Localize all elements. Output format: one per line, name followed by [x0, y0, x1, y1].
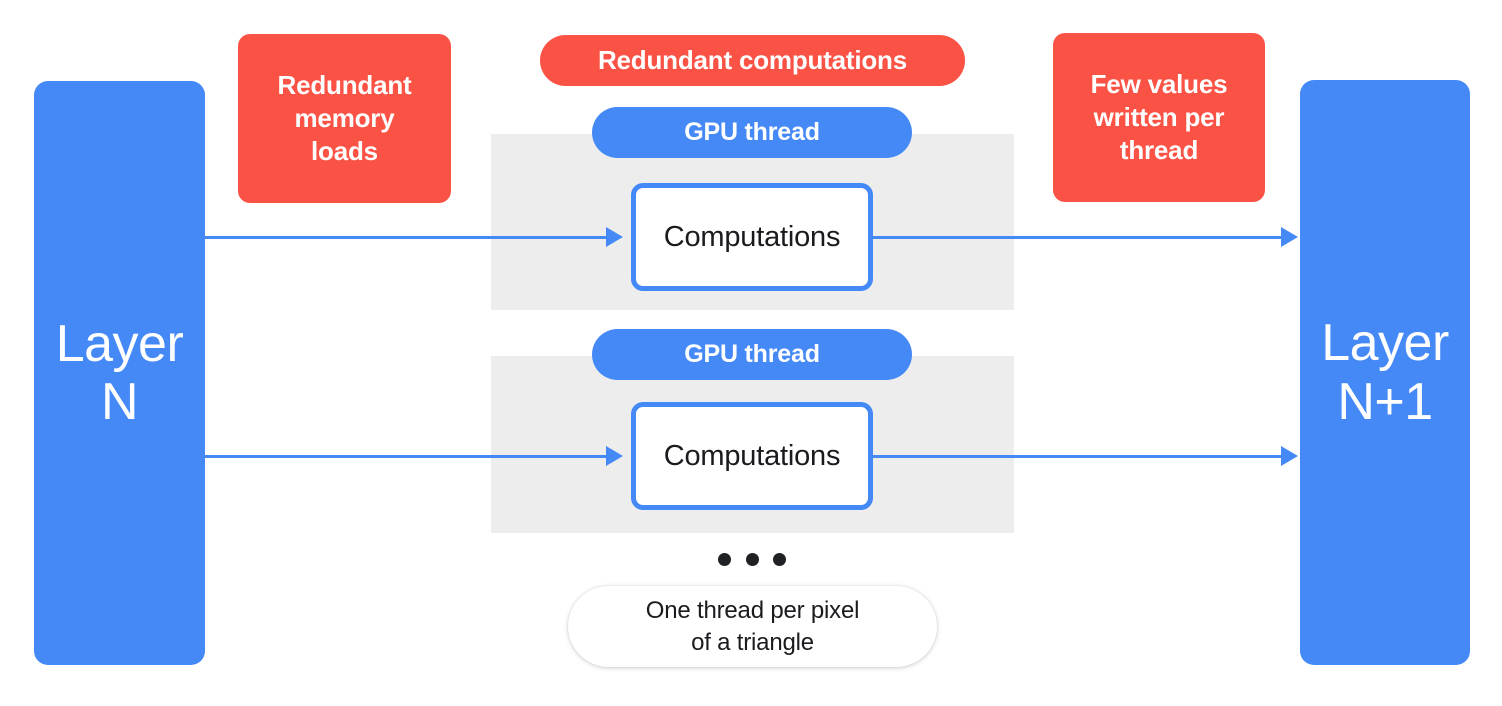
callout-redundant-computations: Redundant computations [540, 35, 965, 86]
arrow-in-2-line [205, 455, 609, 458]
ellipsis-dot-3 [773, 552, 786, 566]
caption-line-2: of a triangle [691, 628, 814, 656]
caption-one-thread-per-pixel: One thread per pixel of a triangle [568, 586, 937, 667]
caption-line-1: One thread per pixel [645, 597, 860, 625]
arrow-out-1-line [873, 236, 1283, 239]
callout-redundant-memory-loads-label: Redundant memory loads [277, 69, 412, 166]
ellipsis-dot-2 [745, 552, 759, 566]
layer-n-block: Layer N [34, 81, 205, 665]
gpu-thread-pill-2-label: GPU thread [684, 340, 820, 368]
arrow-out-2-head [1281, 446, 1298, 466]
arrow-out-2-line [873, 455, 1283, 458]
computations-box-1-label: Computations [663, 220, 841, 253]
gpu-thread-pill-1: GPU thread [592, 107, 912, 158]
layer-n-label: Layer N [55, 314, 184, 431]
layer-n-plus-1-block: Layer N+1 [1300, 80, 1470, 665]
arrow-in-1-head [606, 227, 623, 247]
ellipsis-dot-1 [718, 552, 731, 566]
callout-redundant-computations-label: Redundant computations [597, 44, 908, 75]
computations-box-1: Computations [631, 183, 873, 291]
arrow-in-2-head [606, 446, 623, 466]
ellipsis-dots [718, 552, 786, 566]
arrow-out-1-head [1281, 227, 1298, 247]
layer-n-plus-1-label: Layer N+1 [1321, 314, 1449, 431]
callout-redundant-memory-loads: Redundant memory loads [238, 34, 451, 203]
arrow-in-1-line [205, 236, 609, 239]
gpu-thread-pill-1-label: GPU thread [684, 118, 820, 146]
callout-few-values-written-label: Few values written per thread [1090, 68, 1228, 165]
computations-box-2: Computations [631, 402, 873, 510]
computations-box-2-label: Computations [663, 439, 841, 472]
gpu-thread-pill-2: GPU thread [592, 329, 912, 380]
callout-few-values-written: Few values written per thread [1053, 33, 1265, 202]
